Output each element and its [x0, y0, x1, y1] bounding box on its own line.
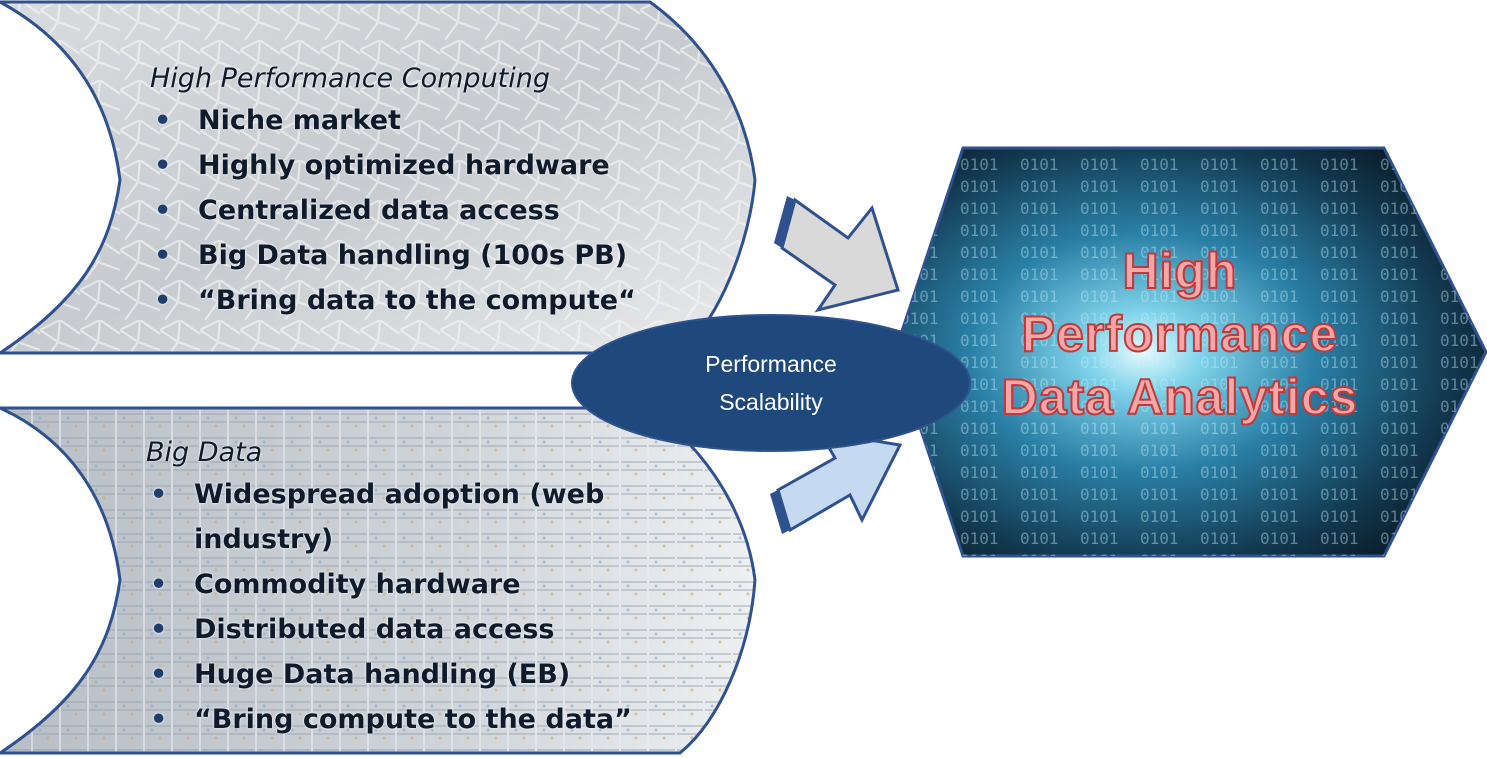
ellipse-line-performance: Performance [705, 351, 837, 377]
arrow-upper-icon [774, 196, 900, 313]
ellipse-line-scalability: Scalability [719, 389, 823, 415]
hpc-title: High Performance Computing [150, 63, 551, 94]
performance-scalability-ellipse [571, 314, 971, 452]
hpc-bullet: •Centralized data access [150, 188, 636, 233]
bullet-icon: • [154, 240, 172, 271]
bullet-icon: • [154, 105, 172, 136]
hpda-title-line-3: Data Analytics [1001, 368, 1359, 426]
hpc-bullet: •Highly optimized hardware [150, 143, 636, 188]
bullet-icon: • [150, 659, 168, 690]
hpda-title: High Performance Data Analytics [900, 240, 1460, 429]
bullet-icon: • [150, 704, 168, 735]
hpc-bullet: •Big Data handling (100s PB) [150, 233, 636, 278]
ellipse-label: Performance Scalability [573, 345, 969, 421]
bullet-icon: • [154, 150, 172, 181]
bigdata-bullet: •Distributed data access [146, 607, 636, 652]
hpc-bullet: •Niche market [150, 98, 636, 143]
bullet-icon: • [154, 195, 172, 226]
hpc-panel [0, 0, 757, 355]
hpc-text-block: High Performance Computing •Niche market… [150, 63, 636, 323]
bullet-icon: • [150, 614, 168, 645]
bigdata-bullet: •Widespread adoption (web industry) [146, 472, 636, 562]
bigdata-bullet: •“Bring compute to the data” [146, 697, 636, 742]
arrow-lower-icon [770, 430, 903, 534]
hpda-title-line-2: Performance [1021, 305, 1339, 363]
bigdata-panel [0, 406, 757, 755]
bigdata-title: Big Data [146, 437, 263, 468]
bigdata-bullet: •Huge Data handling (EB) [146, 652, 636, 697]
hpc-bullet: •“Bring data to the compute“ [150, 278, 636, 323]
bigdata-bullet: •Commodity hardware [146, 562, 636, 607]
hpda-title-line-1: High [1121, 242, 1238, 300]
bullet-icon: • [150, 569, 168, 600]
bigdata-text-block: Big Data •Widespread adoption (web indus… [146, 437, 636, 742]
bullet-icon: • [150, 479, 168, 510]
bigdata-bullet-list: •Widespread adoption (web industry) •Com… [146, 472, 636, 742]
bullet-icon: • [154, 285, 172, 316]
hpc-bullet-list: •Niche market •Highly optimized hardware… [150, 98, 636, 323]
